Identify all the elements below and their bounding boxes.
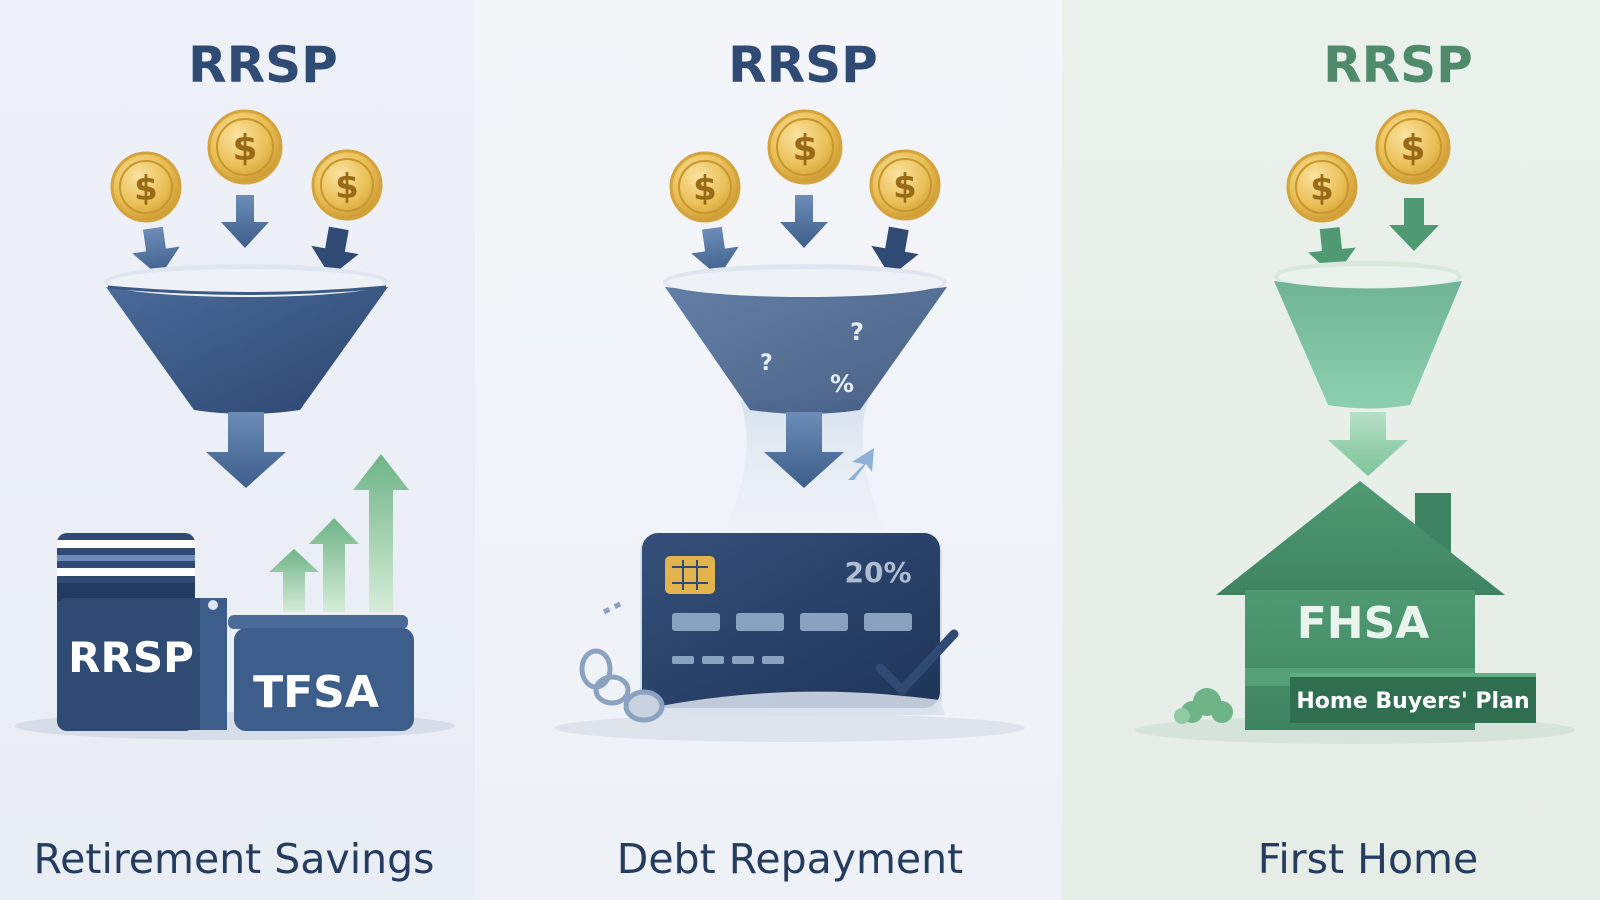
svg-text:$: $ (1400, 128, 1425, 169)
funnel-icon (104, 264, 388, 414)
panel-1-heading: RRSP (188, 36, 338, 94)
panel-1-footer: Retirement Savings (34, 835, 435, 883)
panel-2-heading: RRSP (728, 36, 878, 94)
coin-icon: $ (669, 151, 741, 223)
home-buyers-plan-label: Home Buyers' Plan (1296, 689, 1529, 714)
panel-3-heading: RRSP (1323, 36, 1473, 94)
svg-text:%: % (830, 370, 854, 398)
card-rate: 20% (844, 556, 911, 589)
growth-arrows-icon (269, 454, 409, 612)
panel-first-home (1062, 0, 1600, 900)
arrow-down-icon (1308, 198, 1439, 277)
arrow-down-icon (206, 412, 286, 488)
arrow-down-icon (132, 195, 359, 277)
house-icon: FHSA Home Buyers' Plan (1216, 481, 1536, 730)
svg-text:?: ? (760, 351, 773, 376)
funnel-icon: % ? ? (663, 264, 947, 414)
svg-text:$: $ (1310, 169, 1334, 209)
funnel-icon (1274, 261, 1462, 409)
svg-text:?: ? (850, 318, 864, 346)
svg-text:$: $ (335, 167, 359, 207)
coin-icon: $ (311, 149, 383, 221)
panel-3-footer: First Home (1258, 835, 1478, 883)
rrsp-account-label: RRSP (68, 633, 194, 682)
svg-text:$: $ (134, 169, 158, 209)
ground-shadow (555, 714, 1025, 742)
svg-text:$: $ (792, 128, 817, 169)
tfsa-account-box: TFSA (228, 615, 414, 731)
svg-text:$: $ (893, 167, 917, 207)
panel-2-footer: Debt Repayment (617, 835, 963, 883)
coin-icon: $ (767, 109, 843, 185)
checkmark-icon (875, 629, 959, 697)
svg-text:$: $ (232, 128, 257, 169)
arrow-down-icon (691, 195, 919, 277)
credit-card-icon: 20% (640, 533, 945, 718)
arrow-up-right-icon (848, 448, 874, 480)
coin-icon: $ (207, 109, 283, 185)
coin-icon: $ (1286, 151, 1358, 223)
coin-icon: $ (869, 149, 941, 221)
svg-text:$: $ (693, 169, 717, 209)
tfsa-account-label: TFSA (253, 667, 379, 718)
arrow-down-icon (1328, 412, 1408, 476)
rrsp-account-box: RRSP (57, 533, 227, 731)
fhsa-label: FHSA (1297, 598, 1430, 649)
broken-chain-icon (579, 599, 665, 723)
bush-icon (1174, 688, 1233, 724)
coin-icon: $ (110, 151, 182, 223)
coin-icon: $ (1375, 109, 1451, 185)
arrow-down-icon (764, 412, 844, 488)
